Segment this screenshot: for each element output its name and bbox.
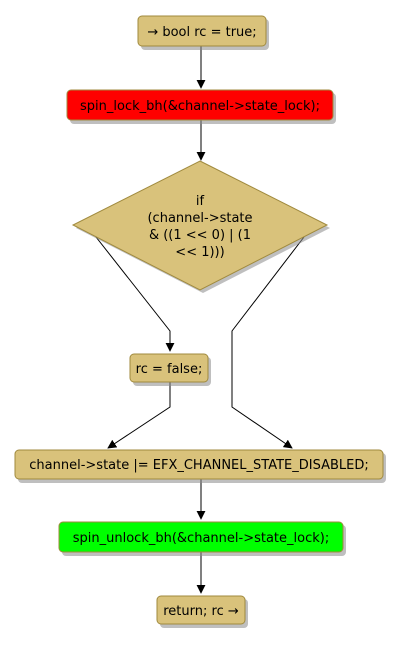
lock-node-label: spin_lock_bh(&channel->state_lock); [80,99,320,114]
lock-node: spin_lock_bh(&channel->state_lock); [66,89,336,124]
set-state-node: channel->state |= EFX_CHANNEL_STATE_DISA… [14,449,386,483]
assign-false-label: rc = false; [136,362,203,377]
condition-label-line-1: if [196,194,205,209]
condition-node: if (channel->state & ((1 << 0) | (1 << 1… [71,160,330,293]
unlock-label: spin_unlock_bh(&channel->state_lock); [73,531,329,546]
end-node: return; rc → [156,595,248,628]
unlock-node: spin_unlock_bh(&channel->state_lock); [58,521,346,556]
edge-condition-true-to-assign [95,236,175,352]
edge-assign-to-set-state [107,382,171,449]
condition-label-line-4: << 1))) [175,245,224,260]
assign-false-node: rc = false; [129,353,211,386]
edge-condition-false-to-set-state [231,236,305,449]
edges [95,46,305,594]
condition-label-line-2: (channel->state [147,211,252,226]
end-label: return; rc → [163,604,239,619]
set-state-label: channel->state |= EFX_CHANNEL_STATE_DISA… [29,458,368,473]
start-node: → bool rc = true; [137,15,269,50]
start-node-label: → bool rc = true; [147,25,256,40]
condition-label-line-3: & ((1 << 0) | (1 [149,228,251,243]
